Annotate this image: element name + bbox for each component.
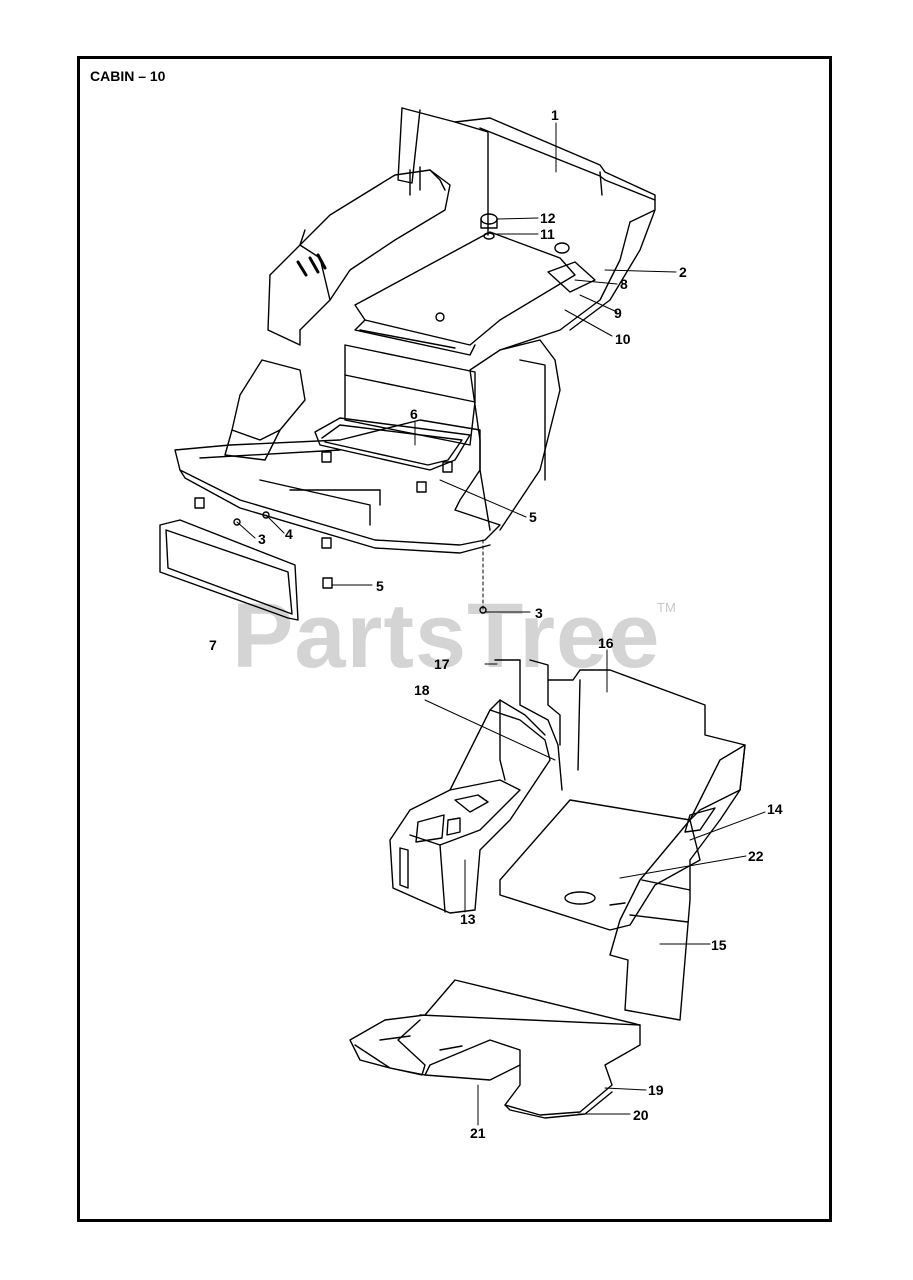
callout-19: 19: [648, 1082, 664, 1098]
callout-10: 10: [615, 331, 631, 347]
callout-13: 13: [460, 911, 476, 927]
callout-5a: 5: [529, 509, 537, 525]
callout-4: 4: [285, 526, 293, 542]
floor-mats-drawing: [349, 649, 766, 1126]
diagram-frame: [77, 56, 832, 1222]
callout-1: 1: [551, 107, 559, 123]
callout-6: 6: [410, 406, 418, 422]
callout-11: 11: [540, 226, 555, 242]
cabin-frame-drawing: [159, 107, 677, 621]
callout-21: 21: [470, 1125, 486, 1141]
callout-5b: 5: [376, 578, 384, 594]
watermark-tm: TM: [657, 600, 676, 615]
callout-3a: 3: [258, 531, 266, 547]
callout-15: 15: [711, 937, 727, 953]
callout-7: 7: [209, 637, 217, 653]
callout-18: 18: [414, 682, 430, 698]
callout-12: 12: [540, 210, 556, 226]
callout-8: 8: [620, 276, 628, 292]
callout-14: 14: [767, 801, 783, 817]
callout-2: 2: [679, 264, 687, 280]
callout-3b: 3: [535, 605, 543, 621]
callout-17: 17: [434, 656, 450, 672]
callout-20: 20: [633, 1107, 649, 1123]
diagram-title: CABIN – 10: [90, 68, 166, 84]
watermark: PartsTree: [232, 585, 661, 687]
callout-22: 22: [748, 848, 764, 864]
callout-16: 16: [598, 635, 614, 651]
callout-9: 9: [614, 305, 622, 321]
